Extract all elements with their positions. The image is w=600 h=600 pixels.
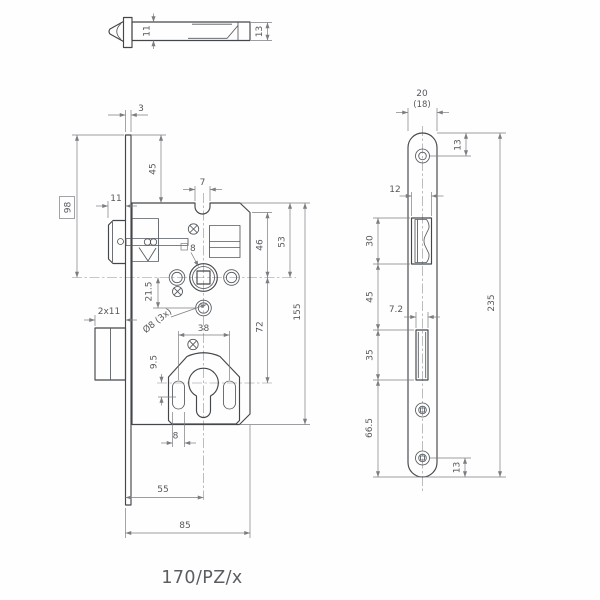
drawing-caption: 170/PZ/x (161, 568, 242, 588)
dim-3-faceplate-thickness: 3 (108, 104, 148, 132)
latch-spring-1 (138, 247, 149, 262)
dim-20-18-width: 20 (18) (396, 89, 449, 131)
front-view-lock-case: 3 45 98 7 11 46 (59, 104, 310, 538)
faceplate-edge-top-view (122, 16, 133, 49)
dim-98-label: 98 (64, 202, 74, 214)
latch-cutout (410, 217, 433, 265)
screw-hole-mid (415, 402, 430, 418)
dim-155-label: 155 (293, 303, 303, 320)
square-symbol (180, 243, 188, 251)
spring-box (209, 225, 241, 258)
cylinder-plate (167, 352, 241, 425)
dim-46-label: 46 (256, 239, 266, 251)
dim-11-top-label: 11 (143, 25, 153, 36)
fixing-hole-right (223, 269, 240, 286)
dim-13t-label: 13 (454, 139, 464, 150)
dim-72-label: 72 (256, 321, 266, 332)
dim-72-centers: 72 (256, 277, 270, 384)
dim-53-label: 53 (278, 236, 288, 247)
lock-case-outline (131, 202, 251, 426)
dim-98-handle-height: 98 (59, 134, 124, 278)
dim-11-top: 11 (143, 13, 156, 49)
square-spindle-hole (196, 270, 211, 285)
dim-45-side-label: 45 (366, 291, 376, 302)
dim-13-top-label: 13 (255, 26, 265, 37)
latch-spring-2 (147, 247, 157, 262)
shaft-rivet-2 (149, 238, 158, 246)
dim-35-label: 35 (366, 349, 376, 360)
fixing-hole-left (168, 269, 186, 286)
latch-bevel-wedge (108, 20, 125, 43)
dim-13b-label: 13 (453, 462, 463, 473)
screw-post-mid (172, 286, 183, 297)
dim-85-case-depth: 85 (125, 425, 251, 538)
screw-post-top (187, 223, 200, 235)
dim-45-label: 45 (149, 163, 159, 174)
dim-18-label: (18) (413, 100, 430, 110)
latch-shaft (125, 238, 189, 246)
dim-85-label: 85 (179, 521, 190, 531)
dim-45-gap: 45 (366, 263, 414, 331)
dim-55-backset: 55 (125, 485, 204, 500)
dim-20-label: 20 (416, 89, 428, 99)
dim-7-notch-width: 7 (183, 178, 222, 201)
dim-7-2-label: 7.2 (389, 305, 403, 315)
dim-13-top: 13 (251, 22, 272, 41)
dim-46: 46 (252, 212, 272, 278)
latch-head-front (107, 219, 127, 265)
slot-left (172, 380, 185, 410)
spindle-follower-hub (189, 263, 218, 292)
top-view-latch: 11 13 (108, 13, 272, 49)
screw-post-cylinder (187, 338, 199, 351)
dim-235-label: 235 (487, 294, 497, 311)
deadbolt-front (94, 327, 127, 381)
dim-235-faceplate-length: 235 (487, 132, 503, 478)
latch-bolt-profile (414, 219, 430, 263)
dim-7-2-deadbolt-slot-width: 7.2 (389, 305, 440, 328)
dim-155-case-height: 155 (239, 202, 310, 425)
dim-30-label: 30 (366, 235, 376, 247)
dim-8-slot-width: 8 (161, 412, 196, 447)
dim-square-8-label: 8 (190, 244, 196, 254)
dim-66-5-bottom: 66.5 (365, 379, 506, 478)
deadbolt-cutout (415, 329, 429, 381)
dim-55-label: 55 (157, 485, 168, 495)
dim-21-5-label: 21.5 (145, 281, 155, 301)
dim-8-label: 8 (173, 432, 179, 442)
dim-square-8: 8 (180, 243, 199, 267)
shaft-rivet-1 (143, 238, 152, 246)
dim-13-bottom-screw: 13 (430, 457, 471, 478)
screw-hole-bottom (415, 450, 430, 466)
screw-hole-top (415, 148, 430, 164)
dim-dia8-label: Ø8 (3x) (141, 306, 174, 335)
latch-bevel-curve (116, 23, 122, 40)
dim-11-latch-throw: 11 (96, 194, 137, 218)
dim-38-label: 38 (198, 324, 210, 334)
dim-9-5: 9.5 (150, 355, 176, 406)
latch-pivot (117, 238, 124, 245)
dim-21-5: 21.5 (145, 277, 196, 309)
dim-66-5-label: 66.5 (365, 418, 375, 438)
latch-body-top-view (131, 21, 251, 42)
dim-2x11-label: 2x11 (98, 307, 121, 317)
dim-11-latch-label: 11 (110, 194, 121, 204)
slot-right (223, 380, 236, 410)
dim-12-label: 12 (389, 185, 400, 195)
dim-38-slot-centers: 38 (178, 324, 230, 380)
dim-7-label: 7 (200, 178, 206, 188)
dim-45-top-offset: 45 (131, 134, 166, 204)
dim-9-5-label: 9.5 (150, 355, 160, 369)
side-view-faceplate: 20 (18) 13 12 30 45 (365, 89, 506, 492)
dim-53: 53 (240, 202, 310, 278)
dim-3-label: 3 (138, 104, 144, 114)
dim-30-latch-cutout-height: 30 (366, 217, 410, 265)
dim-13-top-screw: 13 (430, 132, 506, 157)
latch-tail-chamfer (226, 25, 239, 39)
dim-2x11-deadbolt-throw: 2x11 (84, 307, 137, 326)
dim-dia-8-3x: Ø8 (3x) (141, 304, 207, 336)
dim-35-deadbolt-cutout-height: 35 (366, 329, 414, 381)
dim-12-latch-cutout-width: 12 (389, 185, 444, 216)
euro-profile-keyhole (188, 367, 219, 419)
